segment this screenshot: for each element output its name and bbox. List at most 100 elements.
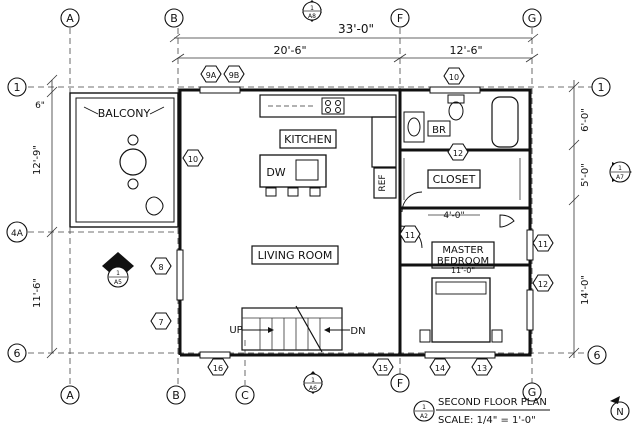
window-tag-7: 7 bbox=[150, 312, 172, 330]
svg-text:11: 11 bbox=[405, 231, 415, 240]
drawing-title: SECOND FLOOR PLAN bbox=[438, 397, 547, 408]
svg-text:11: 11 bbox=[538, 240, 548, 249]
stool bbox=[309, 187, 321, 197]
dim-left-span: 20'-6" bbox=[273, 44, 306, 57]
balcony-chair bbox=[127, 134, 139, 146]
grid-bubble-1-right: 1 bbox=[591, 77, 611, 97]
balcony: BALCONY bbox=[69, 92, 179, 228]
section-marker-top: 1 A8 bbox=[302, 0, 322, 22]
grid-bubble-F-top: F bbox=[390, 8, 410, 28]
title-sheet: A2 bbox=[420, 413, 428, 420]
room-label-master: MASTER bbox=[442, 245, 483, 256]
nightstand bbox=[491, 329, 503, 343]
dim-right-3: 14'-0" bbox=[580, 275, 591, 305]
window-marks bbox=[176, 86, 534, 359]
svg-text:7: 7 bbox=[158, 318, 163, 327]
window-tag-9a: 9A bbox=[200, 65, 222, 83]
window-tag-11-right: 11 bbox=[532, 234, 554, 252]
window-tag-10-left: 10 bbox=[182, 149, 204, 167]
kitchen-counter bbox=[259, 94, 397, 118]
room-label-br: BR bbox=[432, 125, 446, 136]
kitchen-counter-return bbox=[371, 116, 397, 168]
dim-right-2: 5'-0" bbox=[580, 163, 591, 187]
dim-left-lower: 11'-6" bbox=[32, 278, 43, 308]
grid-bubble-G-bottom: G bbox=[522, 382, 542, 402]
top-dimensions: 33'-0" 20'-6" 12'-6" bbox=[169, 22, 539, 63]
closet: CLOSET 4'-0" bbox=[401, 158, 521, 228]
grid-bubble-6-right: 6 bbox=[587, 345, 607, 365]
sink bbox=[407, 117, 421, 137]
kitchen-island bbox=[259, 154, 327, 188]
grid-label: F bbox=[397, 12, 403, 25]
drawing-scale: SCALE: 1/4" = 1'-0" bbox=[438, 415, 536, 426]
grid-label: B bbox=[170, 12, 178, 25]
window-tag-8: 8 bbox=[150, 257, 172, 275]
grid-bubble-G-top: G bbox=[522, 8, 542, 28]
grid-label: A bbox=[66, 389, 74, 402]
room-label-balcony: BALCONY bbox=[98, 107, 151, 120]
pillows bbox=[435, 281, 487, 295]
window-tag-14: 14 bbox=[429, 358, 451, 376]
window-tag-10-top: 10 bbox=[443, 67, 465, 85]
grid-bubble-B-bottom: B bbox=[166, 385, 186, 405]
title-block: 1 A2 SECOND FLOOR PLAN SCALE: 1/4" = 1'-… bbox=[413, 397, 550, 426]
svg-text:12: 12 bbox=[538, 280, 548, 289]
svg-text:1: 1 bbox=[311, 377, 315, 384]
grid-bubble-B-top: B bbox=[164, 8, 184, 28]
toilet bbox=[448, 101, 464, 121]
room-label-closet: CLOSET bbox=[433, 173, 476, 186]
living-label-box bbox=[251, 245, 339, 265]
room-label-bedroom: BEDROOM bbox=[437, 256, 489, 267]
grid-label: G bbox=[528, 386, 537, 399]
title-num: 1 bbox=[422, 404, 426, 411]
room-label-living: LIVING ROOM bbox=[258, 249, 333, 262]
dim-right-span: 12'-6" bbox=[449, 44, 482, 57]
grid-label: A bbox=[66, 12, 74, 25]
master-bedroom: MASTER BEDROOM 11'-0" bbox=[399, 225, 503, 343]
section-marker-right: 1 A7 bbox=[609, 161, 632, 183]
dim-left-upper: 12'-9" bbox=[32, 145, 43, 175]
kitchen: KITCHEN DW REF bbox=[259, 94, 397, 199]
svg-text:A5: A5 bbox=[114, 279, 122, 286]
grid-lines bbox=[28, 28, 605, 385]
exterior-walls bbox=[178, 88, 532, 357]
grid-label: C bbox=[241, 389, 249, 402]
grid-bubble-C-bottom: C bbox=[235, 385, 255, 405]
left-dimensions: 6" 12'-9" 11'-6" bbox=[32, 74, 58, 359]
svg-text:8: 8 bbox=[158, 263, 163, 272]
window-tag-12-right: 12 bbox=[532, 274, 554, 292]
bathtub bbox=[491, 96, 519, 148]
window-tag-13: 13 bbox=[471, 358, 493, 376]
window-tag-15: 15 bbox=[372, 358, 394, 376]
svg-text:1: 1 bbox=[116, 270, 120, 277]
toilet-tank bbox=[447, 94, 465, 104]
grid-bubble-4A-left: 4A bbox=[6, 221, 28, 243]
stool bbox=[287, 187, 299, 197]
kitchen-label-box bbox=[279, 129, 337, 149]
svg-text:9A: 9A bbox=[206, 71, 217, 80]
north-arrow-icon: N bbox=[610, 396, 630, 421]
svg-text:A6: A6 bbox=[309, 385, 317, 392]
grid-bubble-F-bottom: F bbox=[390, 373, 410, 393]
master-dim: 11'-0" bbox=[451, 266, 475, 275]
svg-text:1: 1 bbox=[618, 165, 622, 172]
grid-label: 1 bbox=[14, 81, 21, 94]
svg-text:A8: A8 bbox=[308, 13, 316, 20]
dim-overall: 33'-0" bbox=[338, 22, 374, 36]
grid-label: 4A bbox=[11, 229, 24, 239]
svg-text:14: 14 bbox=[435, 364, 445, 373]
svg-text:16: 16 bbox=[213, 364, 223, 373]
refrigerator bbox=[373, 167, 397, 199]
balcony-table bbox=[119, 148, 147, 176]
svg-text:13: 13 bbox=[477, 364, 487, 373]
grid-bubble-A-bottom: A bbox=[60, 385, 80, 405]
svg-text:10: 10 bbox=[449, 73, 459, 82]
closet-dim: 4'-0" bbox=[443, 211, 464, 221]
section-marker-left: 1 A5 bbox=[102, 252, 134, 288]
stair-up-label: UP bbox=[229, 325, 242, 336]
right-dimensions: 6'-0" 5'-0" 14'-0" bbox=[568, 80, 591, 359]
door-swing-closet bbox=[401, 191, 423, 213]
grid-label: G bbox=[528, 12, 537, 25]
room-label-kitchen: KITCHEN bbox=[284, 133, 332, 146]
